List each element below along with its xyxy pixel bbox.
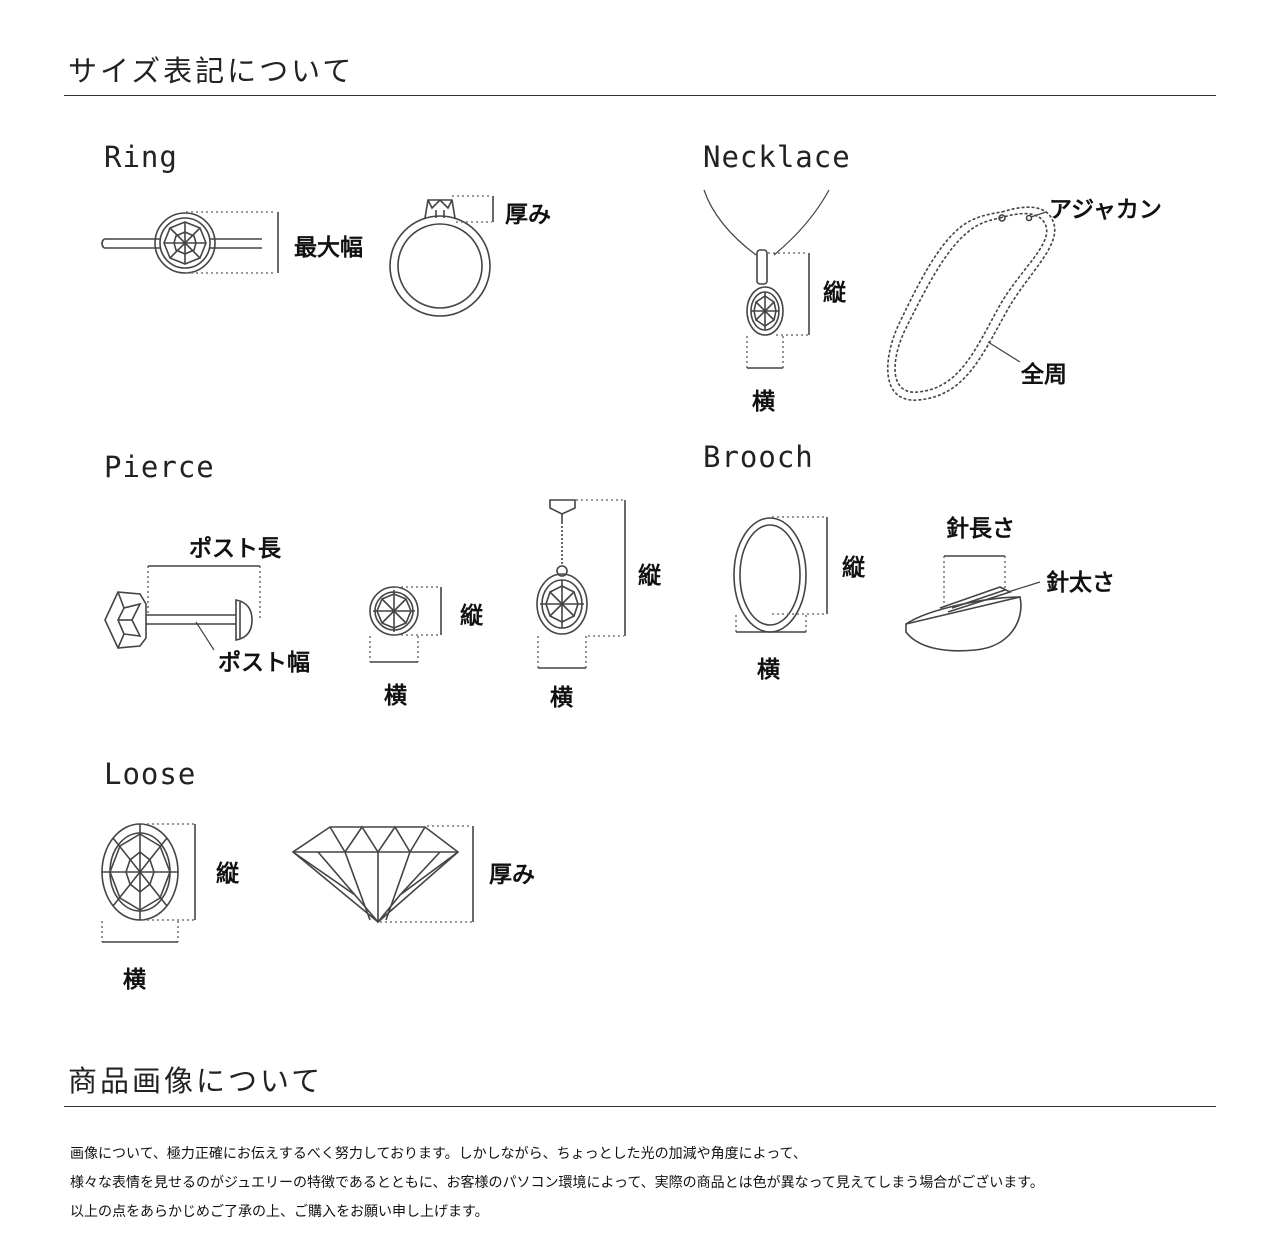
pierce-drop-width-label: 横	[550, 685, 573, 711]
pierce-drop-height-label: 縦	[638, 563, 661, 589]
necklace-width-label: 横	[752, 389, 775, 415]
ring-top-view-illustration	[101, 211, 279, 274]
notice-line: 以上の点をあらかじめご了承の上、ご購入をお願い申し上げます。	[70, 1204, 489, 1220]
brooch-heading: Brooch	[703, 440, 814, 474]
necklace-chain-illustration	[887, 206, 1056, 401]
pierce-drop-illustration	[536, 499, 626, 669]
loose-width-label: 横	[123, 967, 146, 993]
brooch-pin-thickness-label: 針太さ	[1046, 570, 1115, 596]
pierce-post-width-label: ポスト幅	[218, 650, 310, 676]
notice-line: 様々な表情を見せるのがジュエリーの特徴であるとともに、お客様のパソコン環境によっ…	[70, 1175, 1044, 1191]
ring-side-view-illustration	[389, 195, 494, 317]
ring-max-width-label: 最大幅	[294, 235, 363, 261]
pierce-stud-front-illustration	[369, 586, 442, 663]
necklace-height-label: 縦	[823, 280, 846, 306]
brooch-pin-length-label: 針長さ	[946, 516, 1015, 542]
loose-thickness-label: 厚み	[489, 862, 535, 888]
necklace-total-length-label: 全周	[1021, 362, 1067, 388]
brooch-front-illustration	[733, 516, 828, 633]
pierce-stud-height-label: 縦	[460, 603, 483, 629]
size-section-title: サイズ表記について	[68, 54, 355, 88]
image-title-divider	[64, 1106, 1216, 1107]
necklace-pendant-illustration	[703, 189, 830, 369]
ring-thickness-label: 厚み	[505, 202, 551, 228]
image-notice-text: 画像について、極力正確にお伝えするべく努力しております。しかしながら、ちょっとし…	[70, 1140, 1044, 1227]
pierce-stud-width-label: 横	[384, 683, 407, 709]
loose-heading: Loose	[104, 757, 197, 791]
necklace-clasp-label: アジャカン	[1049, 197, 1162, 223]
necklace-heading: Necklace	[703, 140, 851, 174]
brooch-width-label: 横	[757, 657, 780, 683]
ring-heading: Ring	[104, 140, 178, 174]
notice-line: 画像について、極力正確にお伝えするべく努力しております。しかしながら、ちょっとし…	[70, 1146, 807, 1162]
pierce-heading: Pierce	[104, 450, 215, 484]
image-section-title: 商品画像について	[68, 1064, 324, 1098]
pierce-post-length-label: ポスト長	[189, 536, 281, 562]
loose-side-illustration	[291, 825, 474, 924]
loose-height-label: 縦	[216, 861, 239, 887]
loose-top-illustration	[101, 823, 196, 943]
brooch-height-label: 縦	[842, 555, 865, 581]
brooch-side-illustration	[905, 555, 1041, 652]
pierce-stud-side-illustration	[104, 565, 261, 651]
title-divider	[64, 95, 1216, 96]
